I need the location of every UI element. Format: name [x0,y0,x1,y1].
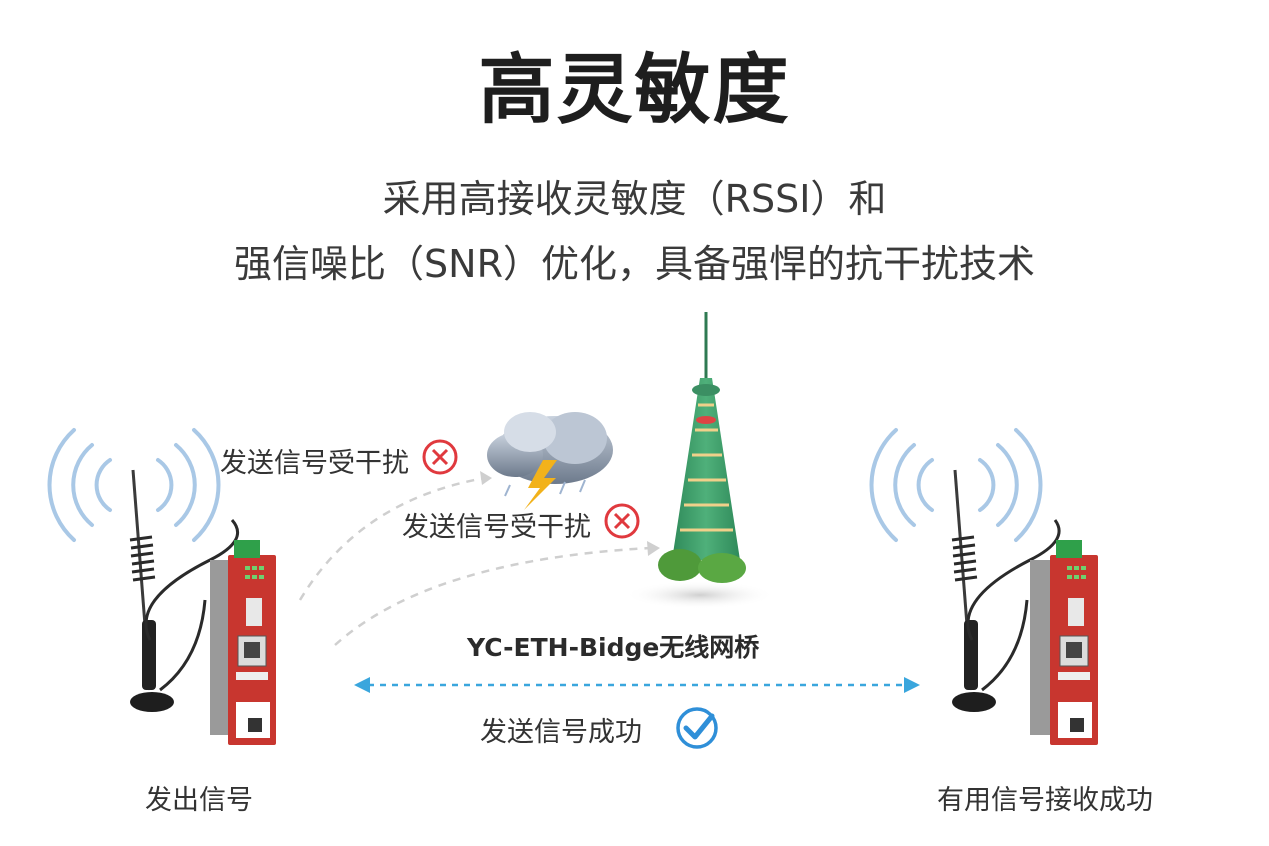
path-arrowhead-1 [480,471,492,485]
tv-tower-icon [625,312,775,609]
interference-paths [298,476,651,646]
sender-label: 发出信号 [145,785,253,816]
x-circle-icon [422,439,458,475]
x-circle-icon-2 [604,503,640,539]
storm-cloud-icon [487,412,613,510]
subtitle-line-2: 强信噪比（SNR）优化，具备强悍的抗干扰技术 [234,242,1035,286]
bridge-device-icon [210,540,276,745]
receiver-label: 有用信号接收成功 [937,785,1153,816]
wifi-waves-icon-right [869,428,1043,542]
path-arrowhead-2 [647,541,660,556]
interference-label-1: 发送信号受干扰 [220,448,409,479]
subtitle-line-1: 采用高接收灵敏度（RSSI）和 [382,177,887,221]
bridge-device-icon-right [1030,540,1098,745]
success-link-arrow [354,677,920,693]
success-label: 发送信号成功 [480,717,642,748]
path-to-cloud [298,476,486,601]
check-circle-icon [676,707,718,749]
path-to-tower [334,546,651,646]
antenna-icon-right [951,469,1061,712]
antenna-icon [129,469,239,712]
interference-label-2: 发送信号受干扰 [402,512,591,543]
page-title: 高灵敏度 [478,45,791,134]
bridge-name-label: YC-ETH-Bidge无线网桥 [467,633,760,662]
wifi-waves-icon [47,428,221,542]
